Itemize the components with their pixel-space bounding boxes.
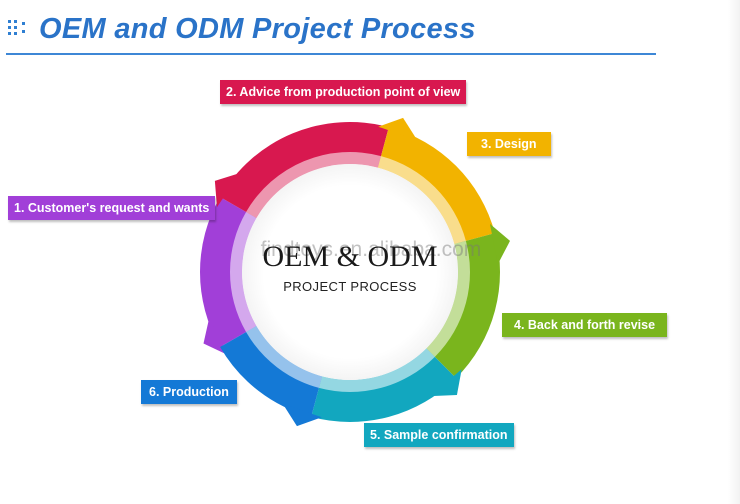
title-divider bbox=[6, 53, 656, 55]
center-title: OEM & ODM bbox=[262, 240, 438, 273]
watermark: findtoys.en.alibaba.com bbox=[260, 238, 482, 261]
grid-dots-icon bbox=[8, 20, 30, 38]
ring-segment-2-highlight bbox=[246, 151, 382, 218]
ring-arrow-3 bbox=[378, 117, 418, 141]
step-1-label: 1. Customer's request and wants bbox=[8, 196, 216, 220]
ring-center bbox=[242, 164, 458, 380]
ring-arrow-2 bbox=[214, 172, 241, 208]
ring-arrow-1 bbox=[203, 317, 228, 355]
page-title: OEM and ODM Project Process bbox=[39, 13, 476, 45]
step-5-label: 5. Sample confirmation bbox=[364, 423, 514, 447]
ring-arrow-6 bbox=[282, 403, 322, 427]
ring-segment-1-highlight bbox=[230, 212, 257, 332]
ring-segment-3 bbox=[377, 127, 495, 245]
ring-arrow-4 bbox=[489, 223, 511, 265]
step-4-label: 4. Back and forth revise bbox=[502, 313, 668, 337]
center-subtitle: PROJECT PROCESS bbox=[283, 279, 417, 294]
ring-segment-3-highlight bbox=[377, 156, 466, 245]
ring-arrow-5 bbox=[430, 369, 462, 397]
header: OEM and ODM Project Process bbox=[0, 0, 740, 56]
ring-segment-6-highlight bbox=[246, 326, 323, 388]
ring-segment-5-highlight bbox=[318, 348, 435, 392]
page-edge-shadow bbox=[728, 0, 740, 504]
step-6-label: 6. Production bbox=[141, 380, 237, 404]
ring-segment-4-highlight bbox=[426, 240, 471, 357]
step-3-label: 3. Design bbox=[467, 132, 551, 156]
step-2-label: 2. Advice from production point of view bbox=[220, 80, 467, 104]
ring-segment-6 bbox=[220, 326, 323, 417]
